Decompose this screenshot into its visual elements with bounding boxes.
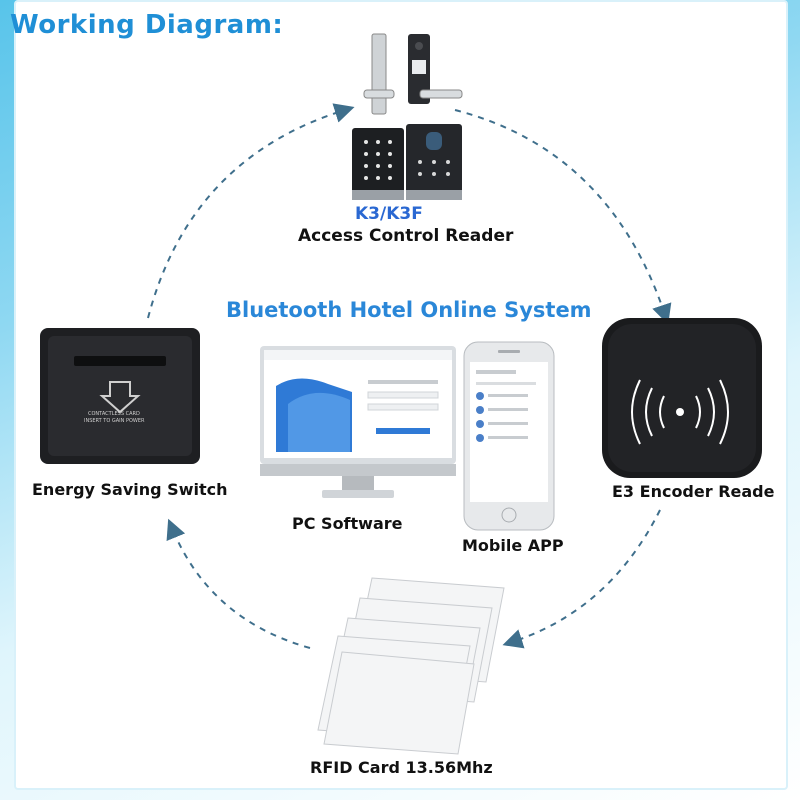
access-control-model: K3/K3F bbox=[355, 204, 423, 224]
encoder-device bbox=[602, 318, 762, 478]
page-title: Working Diagram: bbox=[10, 10, 284, 40]
arrow-top-left bbox=[147, 103, 355, 319]
mobile-phone bbox=[463, 341, 555, 531]
pc-monitor bbox=[260, 346, 456, 498]
arrow-bottom-left bbox=[166, 518, 311, 649]
energy-switch-label: Energy Saving Switch bbox=[32, 480, 228, 499]
rfid-cards bbox=[317, 577, 505, 755]
energy-saving-switch-device bbox=[40, 328, 200, 464]
pc-software-label: PC Software bbox=[292, 514, 403, 533]
arrow-bottom-right bbox=[502, 509, 661, 649]
access-control-label: Access Control Reader bbox=[298, 226, 514, 246]
switch-card-text-1: CONTACTLESS CARD bbox=[88, 411, 140, 417]
rfid-card-label: RFID Card 13.56Mhz bbox=[310, 758, 493, 777]
access-control-device bbox=[352, 33, 463, 200]
arrow-top-right bbox=[454, 109, 672, 325]
switch-card-text-2: INSERT TO GAIN POWER bbox=[84, 418, 145, 424]
encoder-label: E3 Encoder Reade bbox=[612, 482, 775, 501]
system-title: Bluetooth Hotel Online System bbox=[226, 298, 592, 322]
mobile-app-label: Mobile APP bbox=[462, 536, 564, 555]
